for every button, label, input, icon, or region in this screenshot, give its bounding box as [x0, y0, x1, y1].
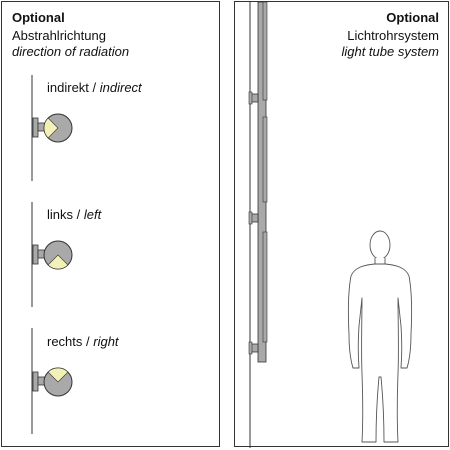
wall-bracket-icon: [248, 91, 259, 105]
wall-bracket-icon: [248, 341, 259, 355]
wall-bracket-icon: [248, 211, 259, 225]
left-panel: Optional Abstrahlrichtung direction of r…: [1, 1, 220, 447]
item-label-left: links / left: [47, 207, 102, 222]
item-label-right: rechts / right: [47, 334, 119, 349]
left-heading: Optional: [12, 10, 65, 25]
luminaire-indirect-icon: [32, 113, 73, 143]
light-tube-icon: [257, 1, 268, 363]
item-label-indirect: indirekt / indirect: [47, 80, 142, 95]
human-figure-icon: [347, 230, 413, 443]
light-tube-diagram: [248, 1, 413, 448]
luminaire-right-icon: [32, 367, 73, 397]
right-subtitle-en: light tube system: [341, 44, 439, 59]
left-subtitle-de: Abstrahlrichtung: [12, 28, 106, 43]
left-subtitle-en: direction of radiation: [12, 44, 130, 59]
luminaire-left-icon: [32, 240, 73, 270]
right-subtitle-de: Lichtrohrsystem: [347, 28, 439, 43]
right-panel: Optional Lichtrohrsystem light tube syst…: [234, 1, 449, 448]
right-heading: Optional: [386, 10, 439, 25]
radiation-diagrams: [31, 75, 73, 434]
